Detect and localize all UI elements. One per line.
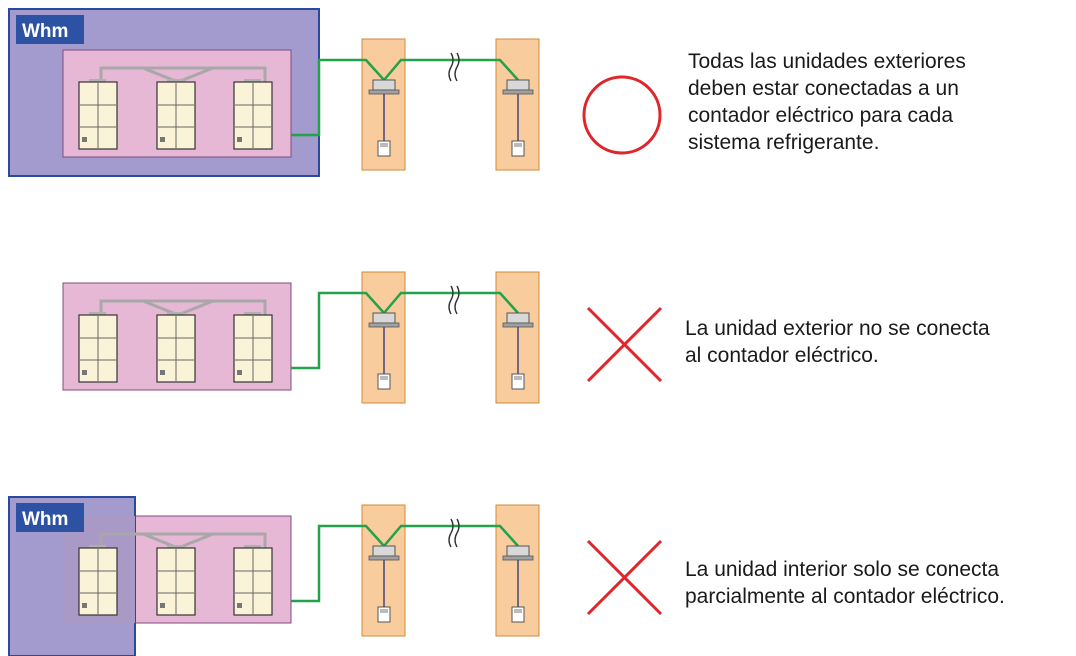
indoor-unit xyxy=(502,312,534,390)
caption-line: deben estar conectadas a un xyxy=(688,77,959,100)
outdoor-units-group xyxy=(62,282,292,391)
caption-line: parcialmente al contador eléctrico. xyxy=(685,585,1005,608)
caption-text: La unidad interior solo se conecta parci… xyxy=(685,556,1005,610)
indoor-unit xyxy=(368,545,400,623)
break-symbol xyxy=(448,285,460,315)
outdoor-units-group xyxy=(62,49,292,158)
caption-line: La unidad interior solo se conecta xyxy=(685,558,1000,581)
caption-line: contador eléctrico para cada xyxy=(688,104,953,127)
outdoor-unit xyxy=(233,545,273,616)
cross-mark-icon xyxy=(586,306,663,383)
outdoor-unit xyxy=(156,312,196,383)
outdoor-unit xyxy=(233,79,273,150)
outdoor-units-pipes xyxy=(78,532,273,616)
caption-line: sistema refrigerante. xyxy=(688,131,880,154)
break-symbol xyxy=(448,518,460,548)
meter-label: Whm xyxy=(22,509,68,530)
outdoor-unit xyxy=(78,545,118,616)
indoor-units-group xyxy=(291,271,540,404)
outdoor-unit xyxy=(78,79,118,150)
indoor-unit xyxy=(502,79,534,157)
caption-line: La unidad exterior no se conecta xyxy=(685,317,990,340)
outdoor-unit xyxy=(156,79,196,150)
indoor-units-group xyxy=(291,38,540,171)
caption-line: al contador eléctrico. xyxy=(685,344,879,367)
caption-line: Todas las unidades exteriores xyxy=(688,50,966,73)
cross-mark-icon xyxy=(586,539,663,616)
outdoor-unit xyxy=(78,312,118,383)
indoor-unit xyxy=(368,312,400,390)
diagram-row-1-graphic: Whm xyxy=(8,8,662,177)
outdoor-unit xyxy=(233,312,273,383)
correct-mark-icon xyxy=(582,75,662,155)
meter-label: Whm xyxy=(22,21,68,42)
diagram-row-correct: Whm xyxy=(0,0,1076,177)
outdoor-unit xyxy=(156,545,196,616)
break-symbol xyxy=(448,52,460,82)
diagram-row-3-graphic: Whm xyxy=(8,496,663,656)
diagram-row-2-graphic xyxy=(62,271,663,404)
indoor-unit xyxy=(368,79,400,157)
diagram-row-wrong-no-meter: La unidad exterior no se conecta al cont… xyxy=(0,233,1076,404)
caption-text: La unidad exterior no se conecta al cont… xyxy=(685,315,990,369)
indoor-unit xyxy=(502,545,534,623)
caption-text: Todas las unidades exteriores deben esta… xyxy=(688,48,966,156)
diagram-row-wrong-partial-meter: Whm xyxy=(0,466,1076,656)
indoor-units-group xyxy=(291,504,540,637)
